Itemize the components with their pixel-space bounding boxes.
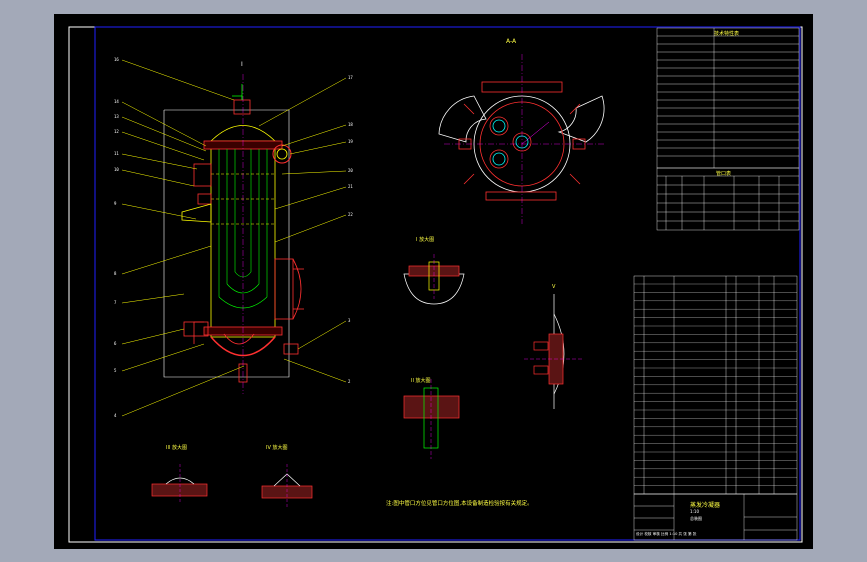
detail-1-label: I 放大图 bbox=[416, 237, 435, 243]
nozzle-table-title: 管口表 bbox=[716, 171, 732, 177]
title-block-scale: 1:10 bbox=[690, 509, 699, 514]
svg-text:2: 2 bbox=[348, 379, 351, 384]
plan-view bbox=[438, 54, 605, 224]
svg-text:14: 14 bbox=[114, 99, 119, 104]
svg-text:7: 7 bbox=[114, 300, 117, 305]
outer-frame bbox=[68, 26, 803, 543]
cad-drawing: 16 14 13 12 11 10 9 8 7 6 5 4 17 18 19 20 21 22 3 2 bbox=[68, 26, 803, 543]
tech-table bbox=[656, 27, 800, 169]
svg-text:11: 11 bbox=[114, 151, 119, 156]
svg-text:12: 12 bbox=[114, 129, 119, 134]
leader-lines-right bbox=[258, 77, 347, 383]
svg-text:17: 17 bbox=[348, 75, 353, 80]
nozzle-table bbox=[656, 167, 800, 231]
drawing-sheet: 16 14 13 12 11 10 9 8 7 6 5 4 17 18 19 20 21 22 3 2 bbox=[54, 14, 813, 549]
svg-text:8: 8 bbox=[114, 271, 117, 276]
svg-text:9: 9 bbox=[114, 201, 117, 206]
detail-4-label: IV 放大图 bbox=[266, 445, 288, 451]
parts-rows bbox=[634, 283, 797, 495]
svg-text:21: 21 bbox=[348, 184, 353, 189]
svg-text:16: 16 bbox=[114, 57, 119, 62]
svg-text:13: 13 bbox=[114, 114, 119, 119]
drawing-border bbox=[94, 26, 801, 541]
bottom-note: 注:图中管口方位见管口方位图,本设备制造检验按有关规定。 bbox=[386, 501, 533, 507]
svg-text:3: 3 bbox=[348, 318, 351, 323]
detail-view-weld-1 bbox=[151, 464, 208, 504]
section-a-label: A-A bbox=[506, 38, 517, 45]
svg-text:20: 20 bbox=[348, 168, 353, 173]
svg-text:19: 19 bbox=[348, 139, 353, 144]
tech-table-title: 技术特性表 bbox=[714, 31, 740, 37]
detail-2-label: II 放大图 bbox=[411, 378, 431, 384]
svg-text:6: 6 bbox=[114, 341, 117, 346]
detail-view-side-flange bbox=[524, 294, 584, 409]
svg-text:18: 18 bbox=[348, 122, 353, 127]
vessel-elevation bbox=[163, 74, 304, 394]
title-block-drawing-no: 总装图 bbox=[690, 516, 702, 521]
title-block bbox=[633, 493, 798, 541]
detail-view-nozzle bbox=[403, 379, 460, 459]
title-block-footer: 设计 校核 审核 比例 1:10 共 张 第 张 bbox=[636, 532, 697, 536]
parts-list bbox=[633, 275, 798, 495]
detail-view-flange bbox=[403, 254, 465, 305]
plan-view-label: I bbox=[241, 61, 243, 68]
svg-text:5: 5 bbox=[114, 368, 117, 373]
title-block-name: 蒸发冷凝器 bbox=[690, 502, 721, 509]
detail-5-label: V bbox=[552, 284, 556, 290]
detail-view-weld-2 bbox=[261, 464, 313, 509]
leader-lines-left bbox=[121, 59, 245, 417]
svg-text:10: 10 bbox=[114, 167, 119, 172]
item-numbers: 16 14 13 12 11 10 9 8 7 6 5 4 17 18 19 20 21 22 3 2 bbox=[114, 57, 353, 418]
svg-text:4: 4 bbox=[114, 413, 117, 418]
svg-text:22: 22 bbox=[348, 212, 353, 217]
detail-3-label: III 放大图 bbox=[166, 445, 188, 451]
